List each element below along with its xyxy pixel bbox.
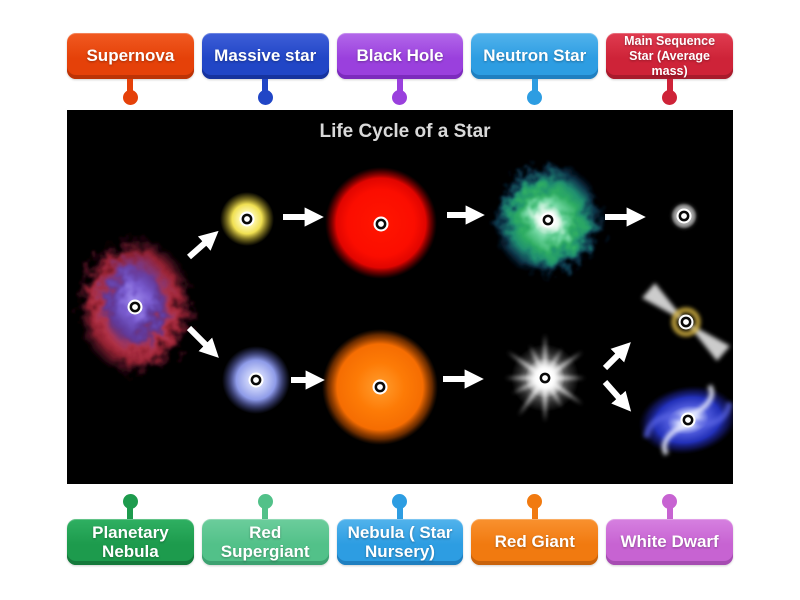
label-white-dwarf-box[interactable]: White Dwarf — [606, 519, 733, 565]
marker-yellow-star[interactable] — [239, 211, 255, 227]
label-supernova: Supernova — [67, 33, 194, 105]
arrow-nebula-to-massive — [187, 230, 219, 260]
marker-left-nebula[interactable] — [127, 299, 143, 315]
label-black-hole-text: Black Hole — [356, 46, 444, 66]
label-main-sequence-star-box[interactable]: Main Sequence Star (Average mass) — [606, 33, 733, 79]
label-neutron-star: Neutron Star — [471, 33, 599, 105]
label-planetary-nebula: Planetary Nebula — [67, 494, 194, 565]
label-pin — [257, 79, 273, 105]
top-labels-row: Supernova Massive star Black Hole Neutro… — [67, 33, 733, 105]
marker-green-remnant[interactable] — [540, 212, 556, 228]
label-nebula-star-nursery-text: Nebula ( Star Nursery) — [347, 522, 453, 561]
label-pin — [662, 494, 678, 519]
label-massive-star: Massive star — [201, 33, 329, 105]
flow-arrows — [186, 205, 646, 412]
marker-pulsar[interactable] — [678, 314, 694, 330]
label-supernova-box[interactable]: Supernova — [67, 33, 194, 79]
label-pin — [257, 494, 273, 519]
marker-spiral-galaxy[interactable] — [680, 412, 696, 428]
label-white-dwarf: White Dwarf — [606, 494, 733, 565]
label-red-supergiant-text: Red Supergiant — [220, 522, 310, 561]
label-pin — [122, 79, 138, 105]
label-white-dwarf-text: White Dwarf — [620, 532, 719, 552]
label-black-hole-box[interactable]: Black Hole — [336, 33, 464, 79]
label-pin — [392, 494, 408, 519]
diagram-title: Life Cycle of a Star — [319, 121, 491, 142]
marker-small-white-star[interactable] — [676, 208, 692, 224]
label-pin — [662, 79, 678, 105]
label-red-supergiant: Red Supergiant — [201, 494, 329, 565]
label-nebula-star-nursery: Nebula ( Star Nursery) — [336, 494, 464, 565]
marker-large-orange-star[interactable] — [372, 379, 388, 395]
label-massive-star-box[interactable]: Massive star — [201, 33, 329, 79]
label-massive-star-text: Massive star — [214, 46, 317, 66]
marker-large-red-star[interactable] — [373, 216, 389, 232]
label-red-supergiant-box[interactable]: Red Supergiant — [201, 519, 329, 565]
diagram-image: Life Cycle of a Star — [67, 110, 733, 484]
label-red-giant-box[interactable]: Red Giant — [471, 519, 599, 565]
label-neutron-star-text: Neutron Star — [483, 46, 587, 66]
label-main-sequence-star-text: Main Sequence Star (Average mass) — [624, 33, 716, 78]
label-pin — [527, 79, 543, 105]
label-planetary-nebula-text: Planetary Nebula — [92, 522, 169, 561]
label-red-giant: Red Giant — [471, 494, 599, 565]
arrow-burst-to-pulsar — [602, 342, 631, 371]
supernova-burst-image — [505, 334, 585, 422]
label-neutron-star-box[interactable]: Neutron Star — [471, 33, 599, 79]
label-pin — [122, 494, 138, 519]
answer-markers — [127, 208, 696, 428]
label-pin — [527, 494, 543, 519]
label-red-giant-text: Red Giant — [494, 532, 575, 552]
star-life-cycle-graphic: Life Cycle of a Star — [67, 110, 733, 484]
arrow-burst-to-galaxy — [602, 380, 632, 412]
label-supernova-text: Supernova — [86, 46, 175, 66]
marker-blue-protostar[interactable] — [248, 372, 264, 388]
marker-starburst[interactable] — [537, 370, 553, 386]
pulsar-image — [642, 283, 730, 361]
arrow-nebula-to-average — [186, 325, 219, 358]
label-black-hole: Black Hole — [336, 33, 464, 105]
label-planetary-nebula-box[interactable]: Planetary Nebula — [67, 519, 194, 565]
label-main-sequence-star: Main Sequence Star (Average mass) — [606, 33, 733, 105]
bottom-labels-row: Planetary Nebula Red Supergiant Nebula (… — [67, 494, 733, 565]
label-pin — [392, 79, 408, 105]
label-nebula-star-nursery-box[interactable]: Nebula ( Star Nursery) — [336, 519, 464, 565]
